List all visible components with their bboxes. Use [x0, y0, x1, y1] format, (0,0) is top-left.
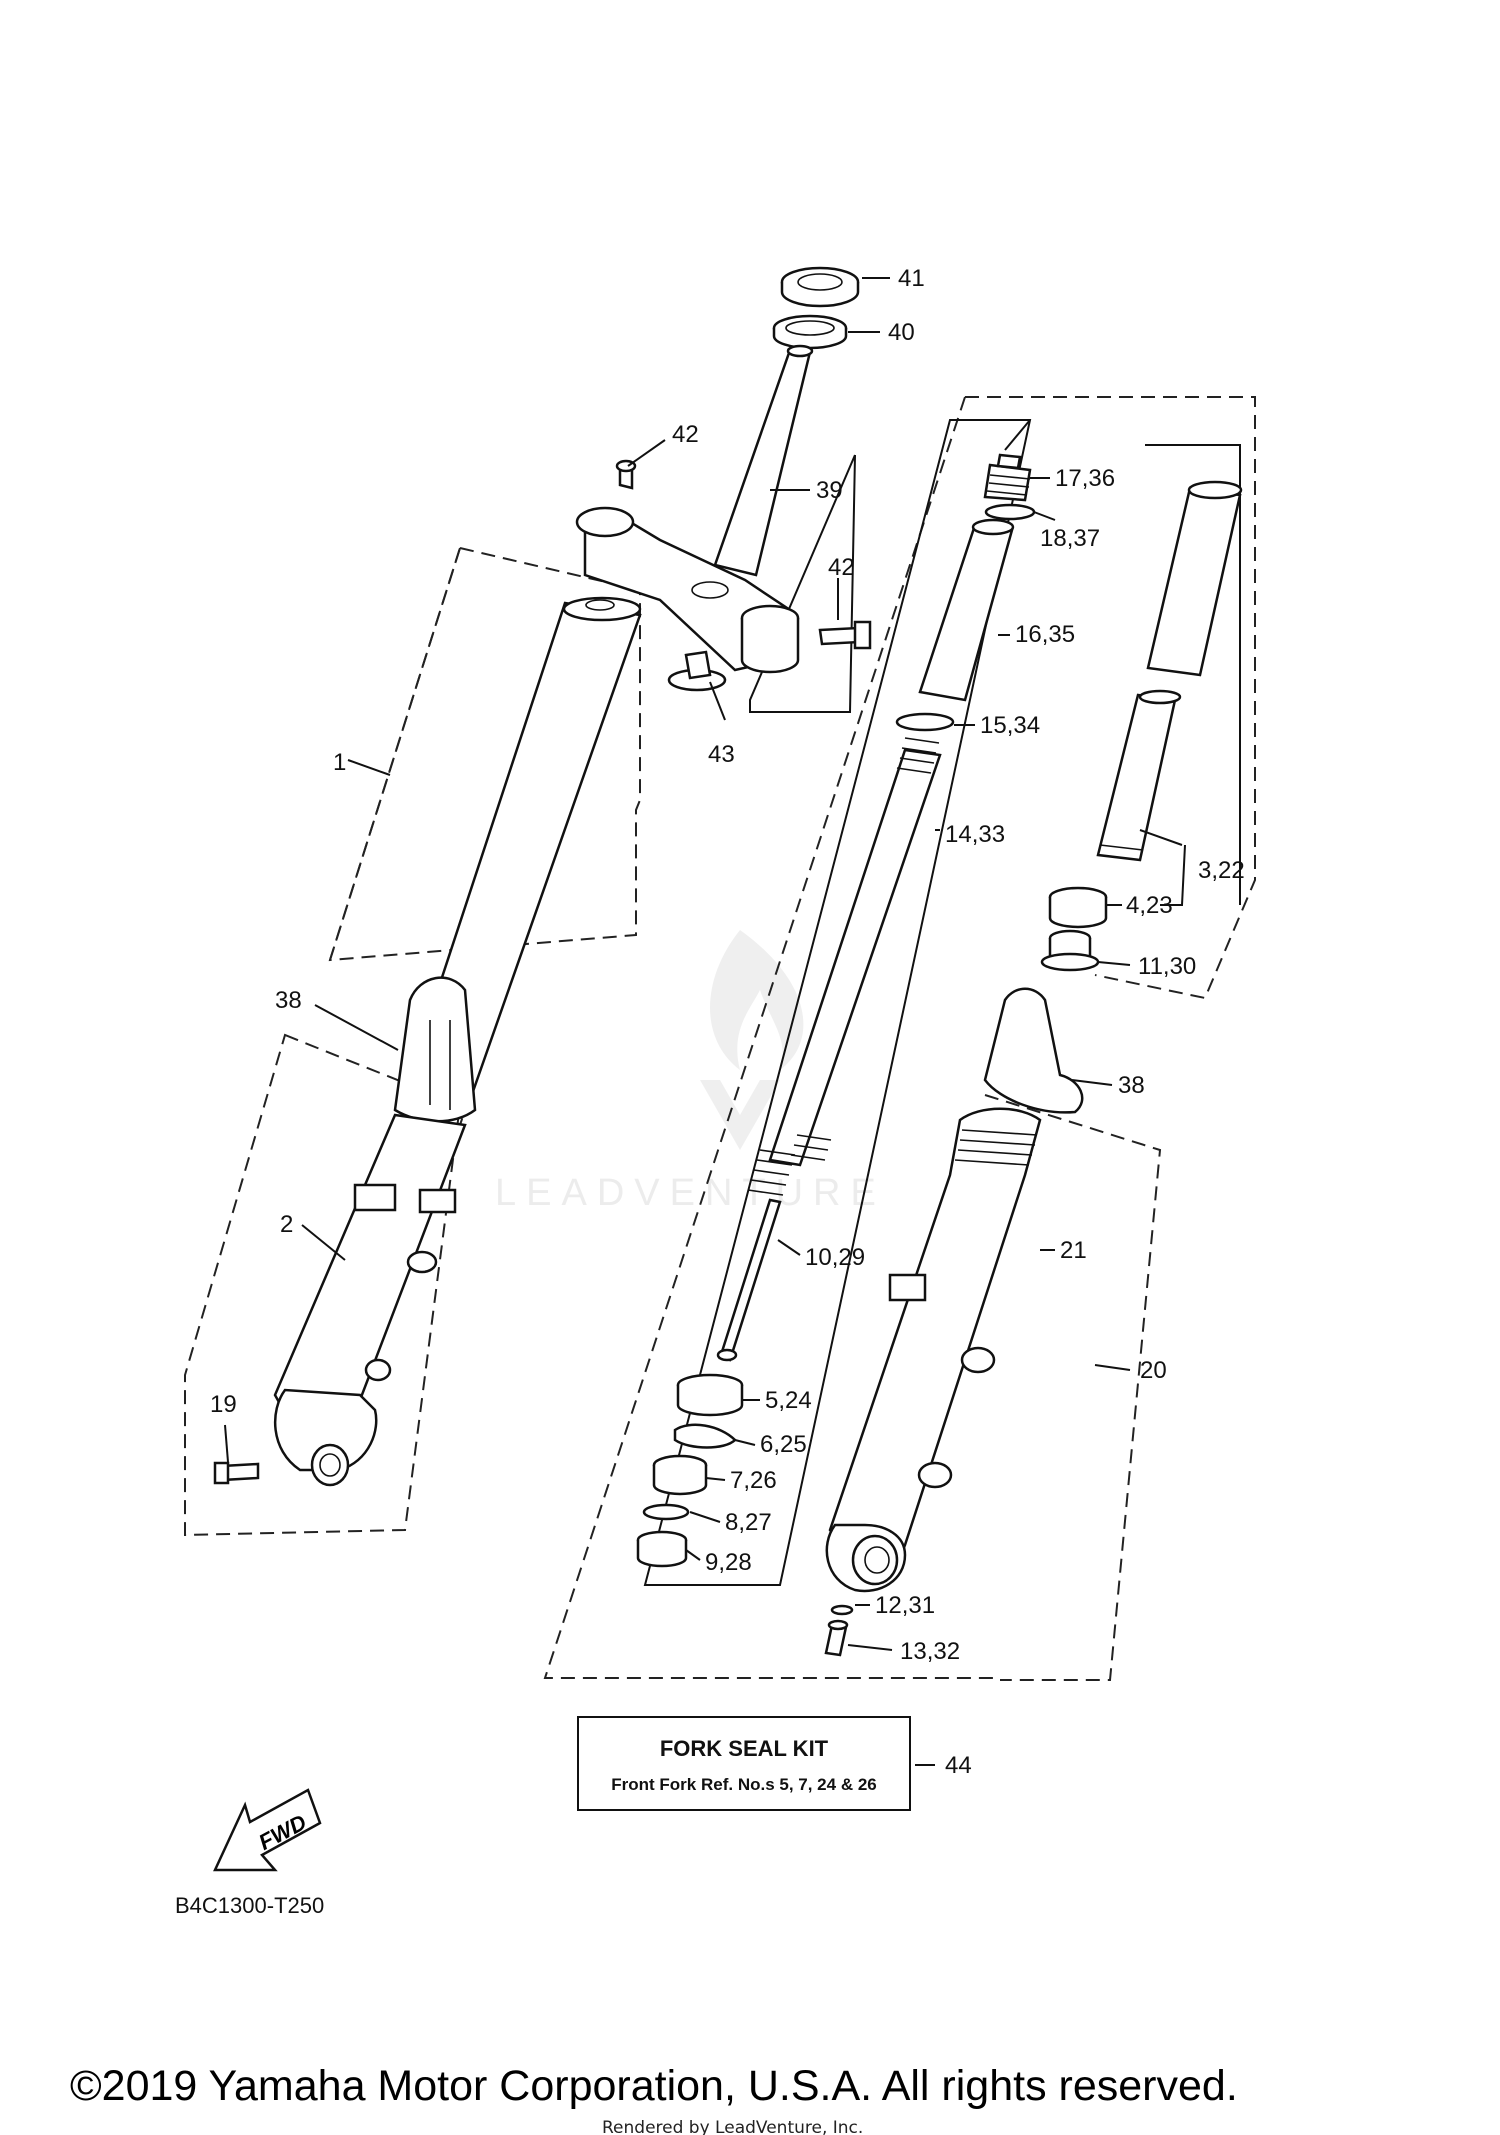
label-9-28: 9,28	[705, 1549, 752, 1576]
watermark: LEADVENTURE	[495, 930, 886, 1214]
watermark-text: LEADVENTURE	[495, 1172, 886, 1214]
label-21: 21	[1060, 1237, 1087, 1264]
race-40	[772, 314, 848, 350]
bushing-9-28	[636, 1530, 688, 1568]
label-17-36: 17,36	[1055, 465, 1115, 492]
label-6-25: 6,25	[760, 1431, 807, 1458]
label-15-34: 15,34	[980, 712, 1040, 739]
fork-cover-38-left	[393, 976, 477, 1123]
label-41: 41	[898, 265, 925, 292]
spacer-16-35	[918, 518, 1015, 702]
cap-bolt-17-36	[983, 453, 1032, 502]
o-ring-18-37	[984, 503, 1036, 521]
copyright-text: ©2019 Yamaha Motor Corporation, U.S.A. A…	[70, 2062, 1238, 2110]
fork-right-outline-left	[543, 396, 1000, 1679]
inner-tube-right-bracket	[1145, 444, 1241, 905]
right-fork	[824, 480, 1243, 1657]
fork-outer-tube-outline-right	[984, 1094, 1162, 1681]
bearing-41	[780, 266, 860, 308]
outer-tube-21	[825, 1107, 1042, 1593]
leader-lines	[224, 277, 1183, 1766]
oil-seal-5-24	[676, 1373, 744, 1417]
washer-15-34	[895, 712, 955, 732]
rendered-by-text: Rendered by LeadVenture, Inc.	[602, 2118, 863, 2135]
label-38-left: 38	[275, 987, 302, 1014]
steering-assembly	[575, 266, 872, 692]
under-bracket	[575, 506, 800, 674]
damper-rod-10-29	[716, 1149, 796, 1362]
seal-7-26	[652, 1454, 708, 1496]
inner-tube-3-22	[1096, 480, 1243, 862]
label-4-23: 4,23	[1126, 892, 1173, 919]
steering-stem-39	[713, 344, 814, 577]
label-42-top: 42	[672, 421, 699, 448]
fork-seal-kit-box: FORK SEAL KIT Front Fork Ref. No.s 5, 7,…	[577, 1716, 911, 1811]
bolt-19	[213, 1461, 260, 1485]
diagram-code: B4C1300-T250	[175, 1893, 324, 1918]
nut-43	[667, 650, 727, 692]
damper-group-bracket-tick	[1004, 419, 1031, 451]
label-5-24: 5,24	[765, 1387, 812, 1414]
bolt-42-top	[615, 459, 637, 490]
label-12-31: 12,31	[875, 1592, 935, 1619]
clip-6-25	[673, 1423, 737, 1449]
label-39: 39	[816, 477, 843, 504]
label-42-right: 42	[828, 554, 855, 581]
left-fork	[213, 596, 642, 1487]
fork-right-outline-top	[965, 396, 1256, 1000]
label-11-30: 11,30	[1138, 953, 1196, 980]
watermark-v-icon	[700, 1080, 780, 1150]
watermark-flame-icon	[710, 930, 804, 1070]
label-38-right: 38	[1118, 1072, 1145, 1099]
label-13-32: 13,32	[900, 1638, 960, 1665]
kit-subtitle: Front Fork Ref. No.s 5, 7, 24 & 26	[611, 1775, 876, 1794]
label-10-29: 10,29	[805, 1244, 865, 1271]
label-14-33: 14,33	[945, 821, 1005, 848]
label-40: 40	[888, 319, 915, 346]
bolt-13-32	[824, 1619, 849, 1657]
bolt-42-right	[818, 620, 872, 650]
bracket-3-22	[1160, 844, 1186, 906]
label-3-22: 3,22	[1198, 857, 1245, 884]
label-7-26: 7,26	[730, 1467, 777, 1494]
label-18-37: 18,37	[1040, 525, 1100, 552]
label-43: 43	[708, 741, 735, 768]
fork-cover-38-right	[983, 987, 1084, 1114]
spring-14-33	[768, 737, 942, 1167]
bushing-11-30	[1040, 929, 1100, 972]
label-20: 20	[1140, 1357, 1167, 1384]
label-8-27: 8,27	[725, 1509, 772, 1536]
outer-tube-2	[273, 1113, 467, 1487]
bushing-4-23	[1048, 886, 1108, 929]
label-1: 1	[333, 749, 346, 776]
label-16-35: 16,35	[1015, 621, 1075, 648]
kit-title: FORK SEAL KIT	[660, 1736, 829, 1761]
label-19: 19	[210, 1391, 237, 1418]
label-2: 2	[280, 1211, 293, 1238]
part-labels: 41 40 42 39 42 43 1 38 2 19 17,36 18,37 …	[210, 265, 1245, 1779]
fwd-arrow-icon: FWD	[213, 1788, 322, 1872]
washer-12-31	[830, 1604, 854, 1616]
damper-assembly	[636, 453, 1036, 1568]
label-44: 44	[945, 1752, 972, 1779]
damper-group-bracket	[643, 419, 1032, 1586]
washer-8-27	[642, 1503, 690, 1521]
fork-inner-tube-outline-left-side	[329, 547, 461, 961]
